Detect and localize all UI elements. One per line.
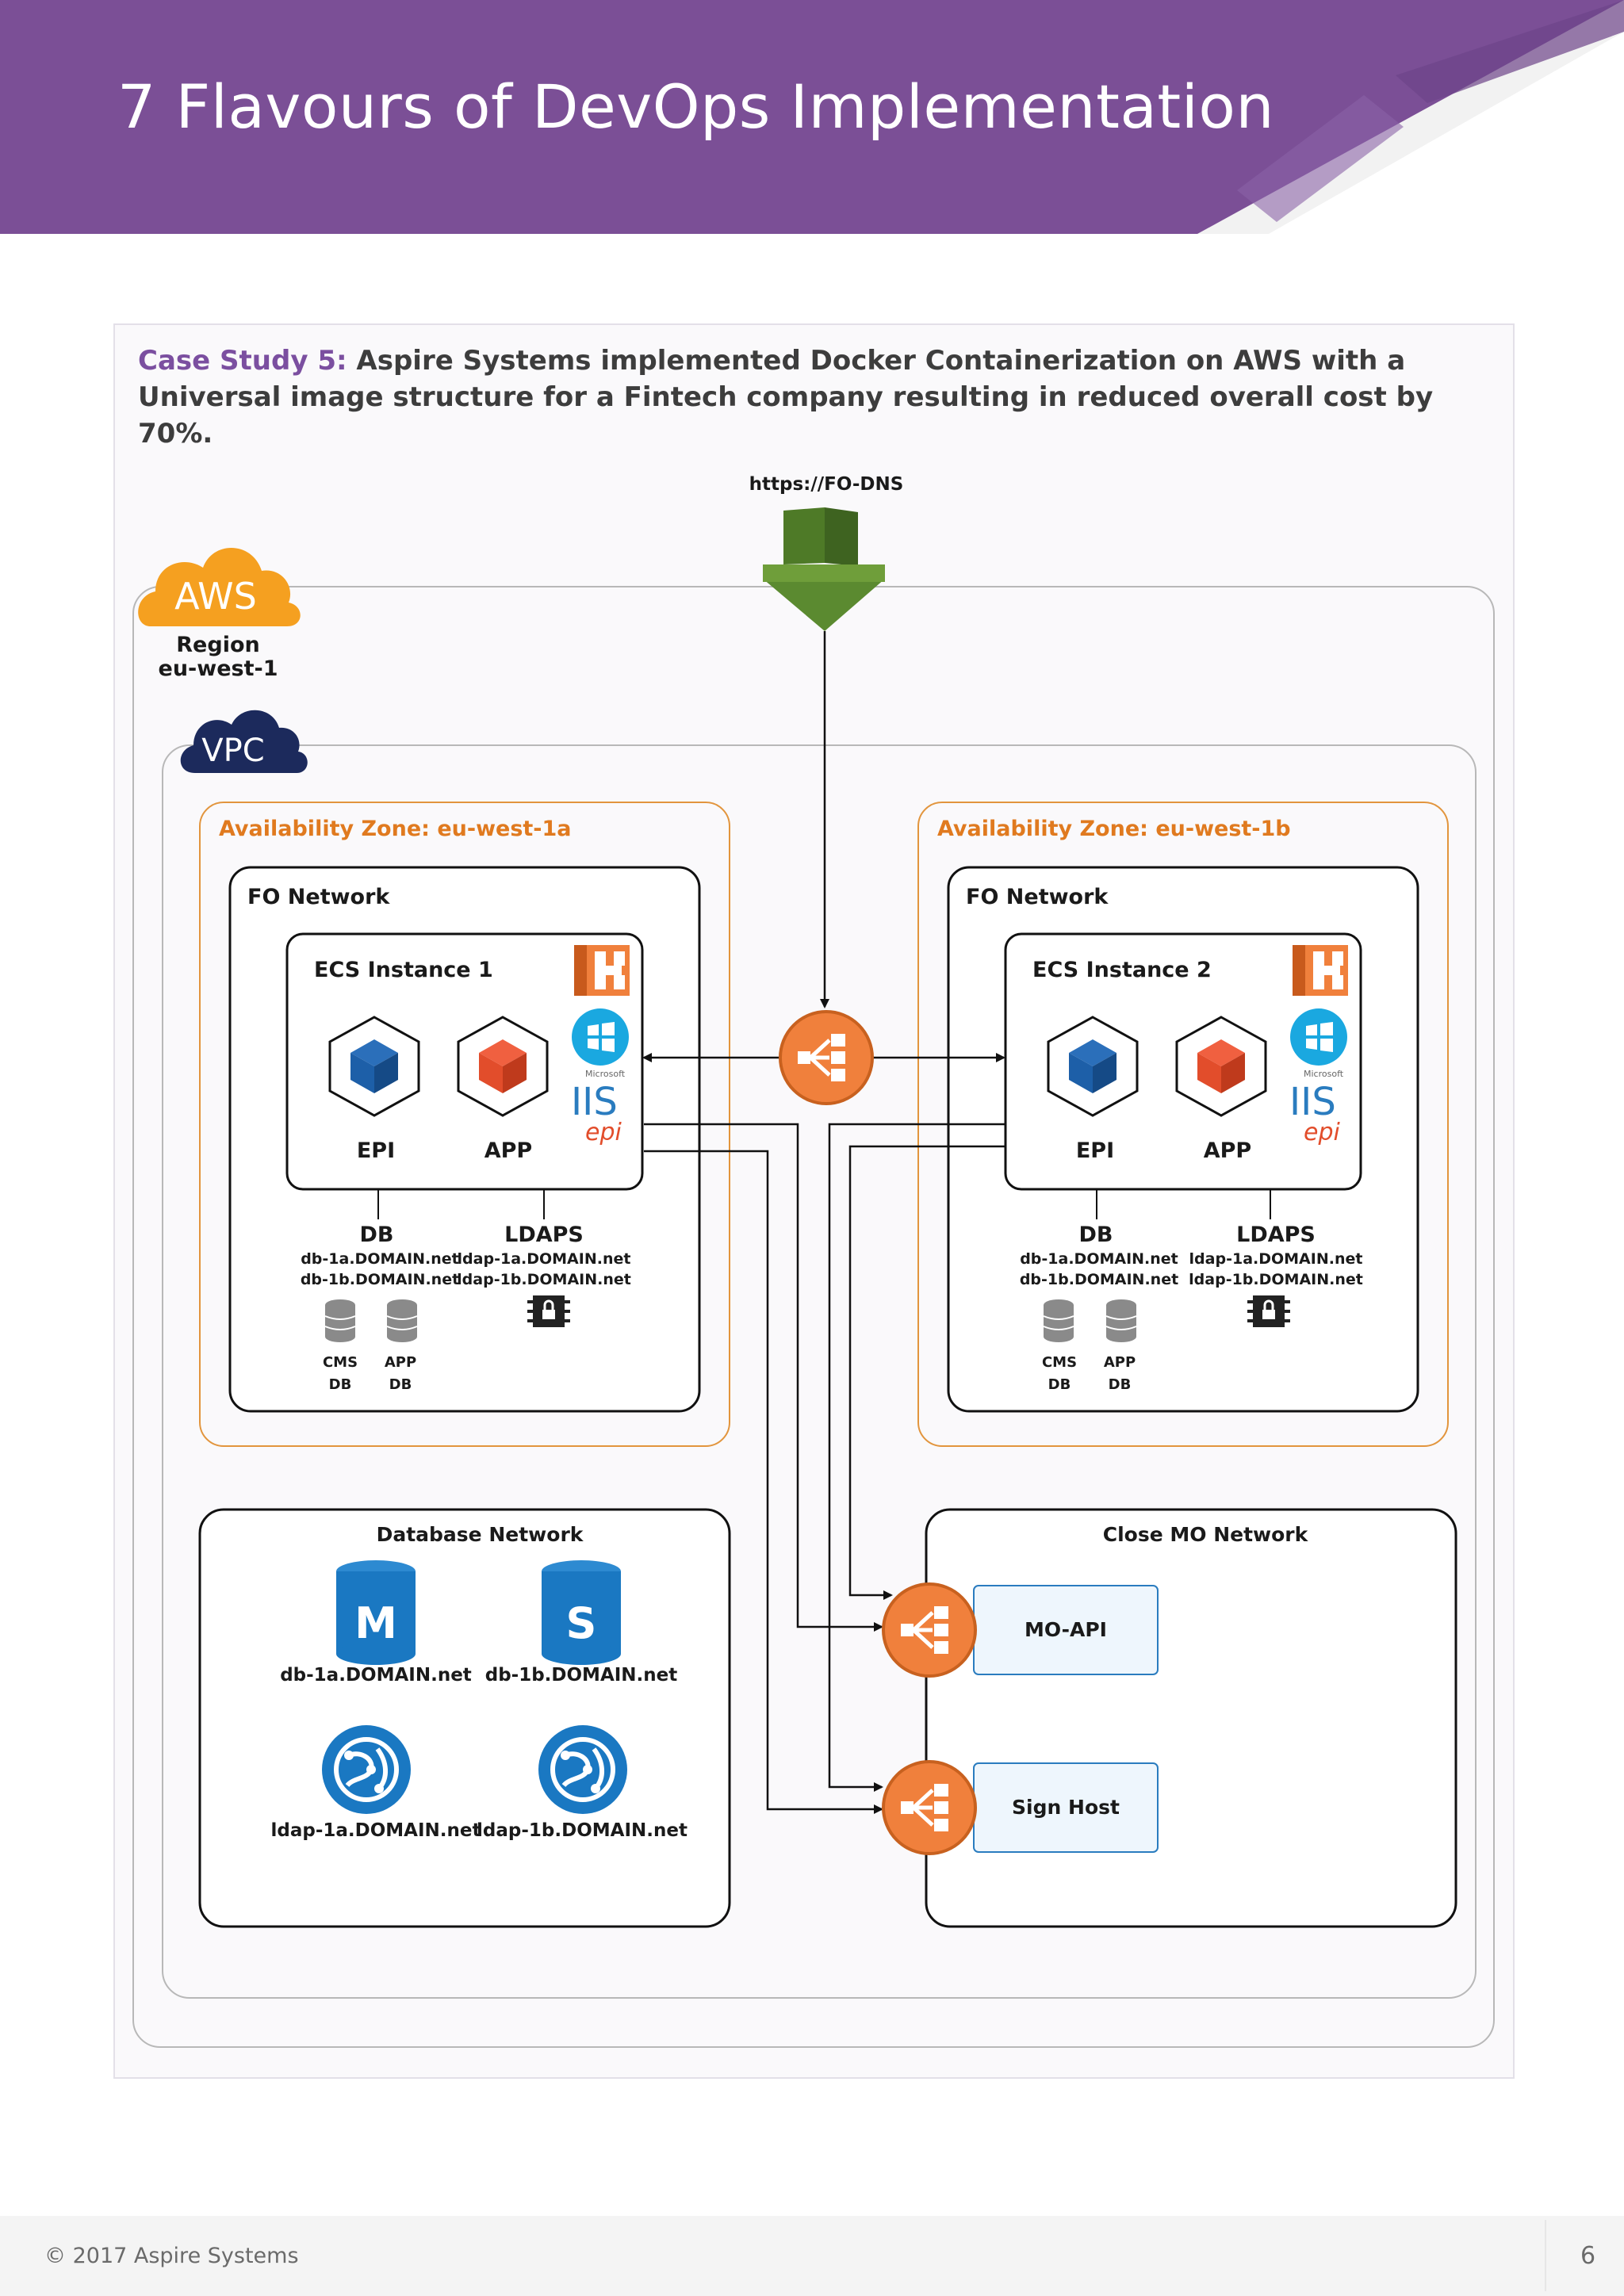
cms-db-label: CMS [323, 1354, 358, 1371]
close-mo-network-title: Close MO Network [1103, 1523, 1309, 1546]
db-title: DB [360, 1223, 394, 1247]
epi-label: EPI [1076, 1138, 1114, 1163]
master-db-letter: M [354, 1598, 397, 1648]
ecs-icon [574, 945, 630, 996]
load-balancer-icon [882, 1582, 977, 1678]
iis-vendor: Microsoft [1304, 1069, 1344, 1079]
slave-db-icon [542, 1560, 621, 1665]
vpc-box [162, 744, 1477, 1999]
ecs-instance-2-title: ECS Instance 2 [1032, 958, 1212, 982]
app-label: APP [1204, 1138, 1251, 1163]
vpc-cloud-icon [180, 710, 308, 773]
mo-api-label: MO-API [1025, 1618, 1107, 1641]
slave-db-host: db-1b.DOMAIN.net [485, 1665, 678, 1686]
case-study-label: Case Study 5: [138, 345, 347, 377]
iis-sub: epi [585, 1119, 622, 1146]
app-label: APP [485, 1138, 532, 1163]
ldap-server-icon [538, 1725, 627, 1814]
master-db-host: db-1a.DOMAIN.net [280, 1665, 472, 1686]
fo-network-b-title: FO Network [966, 885, 1109, 909]
iis-name: IIS [571, 1080, 618, 1124]
app-cube-icon [1175, 1016, 1267, 1117]
ecs-icon [1293, 945, 1348, 996]
db-host: db-1a.DOMAIN.net [1020, 1250, 1178, 1268]
epi-cube-icon [328, 1016, 420, 1117]
case-study-description: Case Study 5: Aspire Systems implemented… [138, 342, 1502, 452]
ldap-server-icon [322, 1725, 411, 1814]
iis-name: IIS [1289, 1080, 1336, 1124]
database-icon [1105, 1299, 1137, 1342]
iis-vendor: Microsoft [585, 1069, 626, 1079]
app-db-label: APP [385, 1354, 416, 1371]
page-number: 6 [1580, 2242, 1596, 2270]
fo-network-a-title: FO Network [247, 885, 390, 909]
master-db-icon [336, 1560, 416, 1665]
lock-icon [527, 1295, 570, 1327]
app-cube-icon [457, 1016, 549, 1117]
epi-label: EPI [357, 1138, 395, 1163]
route53-icon [763, 507, 885, 631]
app-db-label: DB [389, 1376, 412, 1393]
footer [0, 2216, 1624, 2296]
db-host: db-1b.DOMAIN.net [1020, 1271, 1178, 1288]
load-balancer-icon [882, 1760, 977, 1855]
db-title: DB [1079, 1223, 1113, 1247]
epi-cube-icon [1047, 1016, 1139, 1117]
zone-b-title: Availability Zone: eu-west-1b [937, 817, 1291, 841]
ldap-server-host: ldap-1b.DOMAIN.net [477, 1820, 688, 1841]
region-name: eu-west-1 [159, 656, 278, 681]
load-balancer-icon [779, 1010, 874, 1105]
case-study-text: Aspire Systems implemented Docker Contai… [138, 345, 1434, 450]
zone-a-title: Availability Zone: eu-west-1a [219, 817, 572, 841]
aws-cloud-icon [138, 547, 301, 626]
footer-divider [1545, 2220, 1546, 2291]
iis-sub: epi [1304, 1119, 1341, 1146]
ldap-host: ldap-1a.DOMAIN.net [458, 1250, 631, 1268]
cms-db-label: CMS [1042, 1354, 1077, 1371]
database-icon [324, 1299, 356, 1342]
db-host: db-1b.DOMAIN.net [301, 1271, 459, 1288]
database-network-title: Database Network [377, 1523, 584, 1546]
sign-host-label: Sign Host [1012, 1796, 1120, 1819]
close-mo-network-box [925, 1508, 1457, 1928]
slave-db-letter: S [566, 1598, 597, 1648]
ldap-server-host: ldap-1a.DOMAIN.net [271, 1820, 481, 1841]
vpc-logo-text: VPC [201, 733, 264, 769]
database-icon [1043, 1299, 1074, 1342]
header-banner [0, 0, 1624, 234]
db-host: db-1a.DOMAIN.net [301, 1250, 459, 1268]
aws-logo-text: AWS [174, 575, 257, 618]
ldaps-title: LDAPS [504, 1223, 584, 1247]
ldap-host: ldap-1b.DOMAIN.net [1189, 1271, 1363, 1288]
database-icon [386, 1299, 418, 1342]
region-label: Region [176, 633, 259, 657]
ldap-host: ldap-1b.DOMAIN.net [457, 1271, 631, 1288]
ldaps-title: LDAPS [1236, 1223, 1316, 1247]
footer-copyright: © 2017 Aspire Systems [44, 2244, 299, 2268]
database-network-box [198, 1508, 731, 1928]
page-title: 7 Flavours of DevOps Implementation [117, 71, 1275, 142]
dns-label: https://FO-DNS [749, 474, 904, 495]
connector-lines [642, 631, 1005, 1814]
ldap-host: ldap-1a.DOMAIN.net [1189, 1250, 1363, 1268]
windows-icon [572, 1008, 629, 1066]
cms-db-label: DB [1048, 1376, 1071, 1393]
windows-icon [1290, 1008, 1347, 1066]
lock-icon [1247, 1295, 1290, 1327]
ecs-instance-1-title: ECS Instance 1 [314, 958, 493, 982]
cms-db-label: DB [329, 1376, 352, 1393]
app-db-label: DB [1109, 1376, 1132, 1393]
app-db-label: APP [1104, 1354, 1136, 1371]
